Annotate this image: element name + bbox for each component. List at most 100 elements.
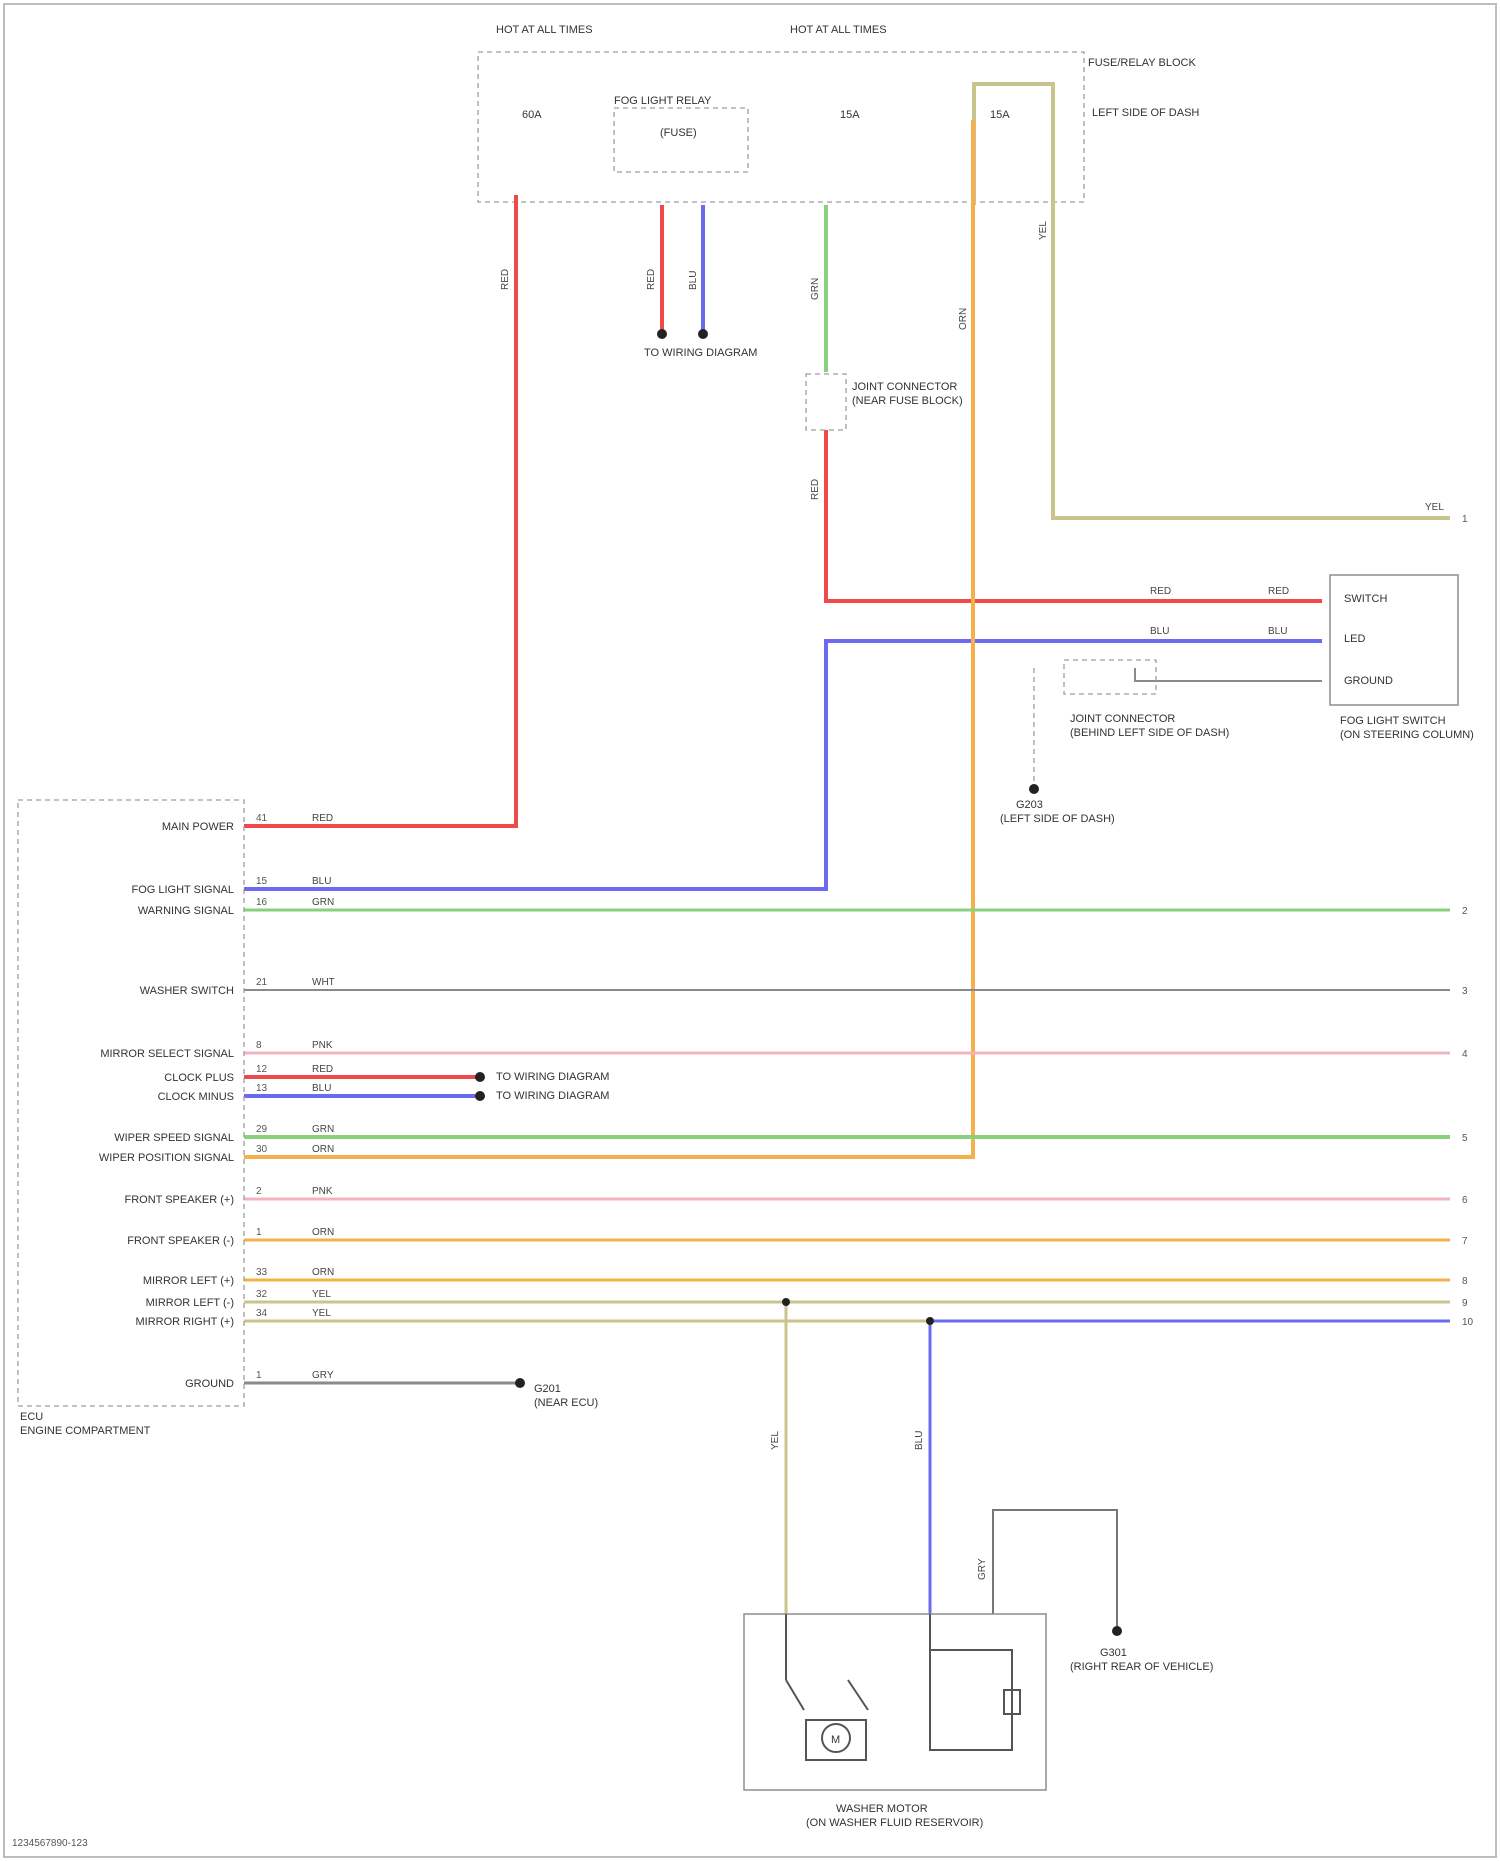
ecu-pin-wire-color: PNK — [312, 1040, 333, 1051]
wire-fog-switch-ground — [1135, 668, 1322, 681]
wire-label-grn-fuse: GRN — [810, 278, 821, 300]
right-edge-ref: 2 — [1462, 906, 1468, 917]
right-edge-ref: 10 — [1462, 1317, 1474, 1328]
ground-g201-sub: (NEAR ECU) — [534, 1397, 598, 1409]
ecu-pin-wire-color: ORN — [312, 1144, 334, 1155]
wire-red-to-fog-switch — [826, 430, 1322, 601]
diagram-code: 1234567890-123 — [12, 1838, 88, 1849]
wire-label-gry-motor: GRY — [977, 1558, 988, 1580]
wire-label-red-splice: RED — [810, 479, 821, 500]
ecu-pin-number: 15 — [256, 876, 268, 887]
joint-connector-label: JOINT CONNECTOR — [1070, 713, 1175, 725]
ecu-pin-wire-color: PNK — [312, 1186, 333, 1197]
ecu-pin-wire-color: BLU — [312, 876, 331, 887]
ecu-pin-wire-color: WHT — [312, 977, 335, 988]
ecu-pin-wire-color: YEL — [312, 1289, 331, 1300]
wire-label-yel-right: YEL — [1425, 502, 1444, 513]
wire-label-blu-fog: BLU — [1150, 626, 1169, 637]
fog-switch-sub: (ON STEERING COLUMN) — [1340, 729, 1474, 741]
washer-motor: M WASHER MOTOR (ON WASHER FLUID RESERVOI… — [744, 1614, 1046, 1829]
fog-switch-pin-switch: SWITCH — [1344, 593, 1387, 605]
motor-symbol: M — [831, 1734, 840, 1746]
fuse-1-label: 60A — [522, 109, 542, 121]
ecu-pin-number: 29 — [256, 1124, 268, 1135]
ecu-pin-name: WIPER POSITION SIGNAL — [99, 1152, 234, 1164]
fog-light-relay-label: FOG LIGHT RELAY — [614, 95, 712, 107]
ground-g203-sub: (LEFT SIDE OF DASH) — [1000, 813, 1115, 825]
wire-blue-fog-led — [244, 641, 1322, 889]
to-diagram-label-b: TO WIRING DIAGRAM — [496, 1071, 609, 1083]
fuse-block-label: FUSE/RELAY BLOCK — [1088, 57, 1196, 69]
ecu-module: ECU ENGINE COMPARTMENT MAIN POWER 41 RED FO… — [18, 800, 335, 1437]
ecu-pin-name: MAIN POWER — [162, 821, 234, 833]
to-diagram-label-a: TO WIRING DIAGRAM — [644, 347, 757, 359]
fog-switch-pin-led: LED — [1344, 633, 1365, 645]
wires-group — [244, 84, 1450, 1614]
ecu-pin-number: 16 — [256, 897, 268, 908]
fuse-2-label: 15A — [840, 109, 860, 121]
right-edge-ref: 6 — [1462, 1195, 1468, 1206]
washer-motor-sub: (ON WASHER FLUID RESERVOIR) — [806, 1817, 983, 1829]
ecu-pin-number: 13 — [256, 1083, 268, 1094]
ecu-pin-wire-color: GRN — [312, 897, 334, 908]
wire-orange-vertical — [244, 120, 973, 1157]
wire-label-blu-relay: BLU — [688, 271, 699, 290]
fog-switch-pin-ground: GROUND — [1344, 675, 1393, 687]
right-edge-ref: 5 — [1462, 1133, 1468, 1144]
ecu-pin-number: 34 — [256, 1308, 268, 1319]
splice-label: JOINT CONNECTOR — [852, 381, 957, 393]
wire-label-yel-loop: YEL — [1038, 221, 1049, 240]
ground-g301-label: G301 — [1100, 1647, 1127, 1659]
ground-g203-label: G203 — [1016, 799, 1043, 811]
joint-connector-sub: (BEHIND LEFT SIDE OF DASH) — [1070, 727, 1229, 739]
wire-red-main-power — [244, 195, 516, 826]
fuse-block: HOT AT ALL TIMES HOT AT ALL TIMES FUSE/R… — [478, 24, 1199, 202]
ecu-pin-name: MIRROR SELECT SIGNAL — [100, 1048, 234, 1060]
ecu-pin-number: 32 — [256, 1289, 268, 1300]
ecu-pin-wire-color: GRY — [312, 1370, 334, 1381]
fuse-3-label: 15A — [990, 109, 1010, 121]
ecu-location: ENGINE COMPARTMENT — [20, 1425, 151, 1437]
splice-box — [806, 374, 846, 430]
ecu-pin-name: MIRROR LEFT (-) — [146, 1297, 234, 1309]
ecu-pin-wire-color: RED — [312, 813, 333, 824]
ecu-pin-wire-color: BLU — [312, 1083, 331, 1094]
fog-light-switch: SWITCH LED GROUND FOG LIGHT SWITCH (ON S… — [1330, 575, 1474, 741]
ecu-pin-name: FRONT SPEAKER (+) — [124, 1194, 234, 1206]
washer-motor-label: WASHER MOTOR — [836, 1803, 928, 1815]
hot-at-all-times-label-a: HOT AT ALL TIMES — [496, 24, 593, 36]
ecu-pin-number: 30 — [256, 1144, 268, 1155]
ground-g301-sub: (RIGHT REAR OF VEHICLE) — [1070, 1661, 1213, 1673]
ecu-pin-name: MIRROR LEFT (+) — [143, 1275, 234, 1287]
wire-label-red-fog-2: RED — [1268, 586, 1289, 597]
right-edge-ref: 3 — [1462, 986, 1468, 997]
to-diagram-label-c: TO WIRING DIAGRAM — [496, 1090, 609, 1102]
ecu-pin-name: FOG LIGHT SIGNAL — [132, 884, 235, 896]
wire-label-red-fog: RED — [1150, 586, 1171, 597]
right-edge-ref: 9 — [1462, 1298, 1468, 1309]
ecu-pin-name: WASHER SWITCH — [140, 985, 234, 997]
right-edge-ref: 4 — [1462, 1049, 1468, 1060]
ecu-pin-number: 1 — [256, 1227, 262, 1238]
right-edge-ref: 1 — [1462, 514, 1468, 525]
ground-g201-label: G201 — [534, 1383, 561, 1395]
splice-sub: (NEAR FUSE BLOCK) — [852, 395, 963, 407]
ecu-pin-number: 41 — [256, 813, 268, 824]
right-edge-ref: 7 — [1462, 1236, 1468, 1247]
ecu-pin-name: FRONT SPEAKER (-) — [127, 1235, 234, 1247]
page-border — [4, 4, 1496, 1857]
fog-light-relay-sub: (FUSE) — [660, 127, 697, 139]
ecu-pin-name: GROUND — [185, 1378, 234, 1390]
ecu-pin-number: 12 — [256, 1064, 268, 1075]
ecu-pin-number: 8 — [256, 1040, 262, 1051]
ecu-pin-number: 1 — [256, 1370, 262, 1381]
ecu-pin-name: CLOCK PLUS — [164, 1072, 234, 1084]
ecu-pin-name: CLOCK MINUS — [158, 1091, 234, 1103]
fog-switch-label: FOG LIGHT SWITCH — [1340, 715, 1446, 727]
ecu-label: ECU — [20, 1411, 43, 1423]
ecu-pin-name: MIRROR RIGHT (+) — [136, 1316, 235, 1328]
ecu-pin-wire-color: ORN — [312, 1227, 334, 1238]
fuse-block-location: LEFT SIDE OF DASH — [1092, 107, 1199, 119]
